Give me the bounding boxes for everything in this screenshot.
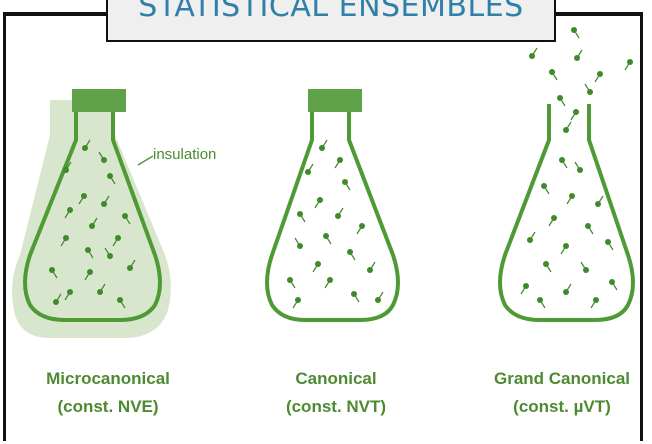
particle-tail — [543, 185, 550, 195]
caption-canonical-constraint: (const. NVT) — [285, 397, 387, 416]
particle-tail — [109, 175, 116, 185]
particle-tail — [559, 97, 566, 107]
particle-tail — [103, 195, 110, 205]
particle-tail — [369, 261, 376, 271]
particle-tail — [78, 195, 85, 205]
caption-grand-canonical-constraint: (const. µVT) — [513, 397, 611, 416]
particle-tail — [60, 237, 67, 247]
particle-tail — [551, 71, 558, 81]
caption-microcanonical-name: Microcanonical — [46, 369, 170, 388]
flask-grand-canonical-outline — [498, 104, 635, 322]
flask-microcanonical-outline — [23, 110, 162, 322]
flask-canonical-stopper — [308, 89, 362, 112]
particle-tail — [560, 245, 567, 255]
insulation-pointer — [137, 155, 154, 166]
particle-tail — [565, 121, 572, 131]
particle-tail — [99, 283, 106, 293]
particle-tail — [570, 111, 577, 121]
particle-tail — [576, 49, 583, 59]
particle-tail — [334, 159, 341, 169]
particle-tail — [112, 237, 119, 247]
particle-tail — [64, 291, 71, 301]
particle-tail — [573, 29, 580, 39]
particle-tail — [84, 271, 91, 281]
particle-tail — [590, 299, 597, 309]
particle-tail — [314, 199, 321, 209]
particle-tail — [520, 285, 527, 295]
flask-microcanonical-stopper — [72, 89, 126, 112]
caption-canonical: Canonical (const. NVT) — [226, 365, 446, 421]
particle-tail — [307, 163, 314, 173]
particle-tail — [584, 83, 591, 93]
particle-tail — [65, 161, 72, 171]
particle-tail — [566, 195, 573, 205]
particle-tail — [349, 251, 356, 261]
particle-tail — [119, 299, 126, 309]
particle-tail — [344, 181, 351, 191]
particle-tail — [64, 209, 71, 219]
particle-tail — [124, 215, 131, 225]
particle-tail — [580, 261, 587, 271]
particle-tail — [292, 299, 299, 309]
particle-tail — [545, 263, 552, 273]
flask-canonical-outline — [265, 110, 400, 322]
particle-tail — [324, 279, 331, 289]
particle-tail — [565, 283, 572, 293]
particle-tail — [574, 161, 581, 171]
particle-tail — [539, 299, 546, 309]
particle-tail — [356, 225, 363, 235]
particle-tail — [607, 241, 614, 251]
caption-microcanonical-constraint: (const. NVE) — [57, 397, 159, 416]
particle-tail — [91, 217, 98, 227]
particle-tail — [129, 259, 136, 269]
particles — [49, 27, 633, 309]
particle-tail — [594, 73, 601, 83]
particle-tail — [84, 139, 91, 149]
particle-tail — [325, 235, 332, 245]
title-box: STATISTICAL ENSEMBLES — [106, 0, 556, 42]
particle-tail — [337, 207, 344, 217]
particle-tail — [55, 293, 62, 303]
particle-tail — [529, 231, 536, 241]
caption-canonical-name: Canonical — [295, 369, 377, 388]
particle-tail — [87, 249, 94, 259]
page-title: STATISTICAL ENSEMBLES — [138, 0, 524, 24]
particle-tail — [321, 139, 328, 149]
particle-tail — [561, 159, 568, 169]
particle-tail — [98, 151, 105, 161]
caption-microcanonical: Microcanonical (const. NVE) — [0, 365, 218, 421]
particle-tail — [531, 47, 538, 57]
particle-tail — [611, 281, 618, 291]
particle-tail — [104, 247, 111, 257]
particle-tail — [353, 293, 360, 303]
particle-tail — [587, 225, 594, 235]
particle-tail — [624, 61, 631, 71]
caption-grand-canonical: Grand Canonical (const. µVT) — [452, 365, 652, 421]
particle-tail — [51, 269, 58, 279]
particle-tail — [294, 237, 301, 247]
caption-grand-canonical-name: Grand Canonical — [493, 369, 631, 388]
particle-tail — [299, 213, 306, 223]
particle-tail — [312, 263, 319, 273]
insulation-label: insulation — [153, 146, 217, 163]
particle-tail — [597, 195, 604, 205]
particle-tail — [289, 279, 296, 289]
insulation-layer — [12, 100, 171, 338]
particle-tail — [548, 217, 555, 227]
particle-tail — [377, 291, 384, 301]
